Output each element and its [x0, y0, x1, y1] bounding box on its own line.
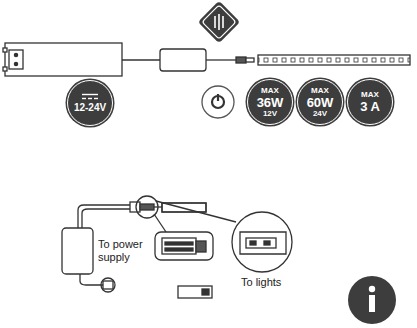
- badge-text: 3 A: [360, 100, 380, 113]
- badge-text: 24V: [313, 110, 327, 118]
- badge-text: MAX: [361, 91, 379, 99]
- led-strip: [258, 55, 410, 65]
- badge-text: 60W: [307, 96, 334, 109]
- badge-text: MAX: [311, 87, 329, 95]
- plug: [236, 57, 246, 63]
- badge-text: 12V: [263, 110, 277, 118]
- controller: [160, 49, 206, 71]
- badge-text: 12-24V: [74, 103, 106, 113]
- info-icon: [348, 276, 396, 324]
- cable: [122, 59, 160, 60]
- wiring-detail: [62, 196, 292, 298]
- power-button: [202, 86, 234, 118]
- cable-label: To power supply: [98, 238, 146, 264]
- badge-text: MAX: [261, 87, 279, 95]
- cable-label: To lights: [241, 276, 287, 289]
- cable: [206, 59, 236, 60]
- max-power-badge: MAX60W24V: [297, 79, 343, 125]
- max-current-badge: MAX3 A: [347, 79, 393, 125]
- dimmer-icon: [198, 1, 240, 43]
- plug: [246, 58, 254, 62]
- power-supply: [3, 43, 122, 76]
- dc-symbol: [81, 93, 99, 100]
- max-power-badge: MAX36W12V: [247, 79, 293, 125]
- badge-text: 36W: [257, 96, 284, 109]
- voltage-badge: 12-24V: [67, 80, 113, 126]
